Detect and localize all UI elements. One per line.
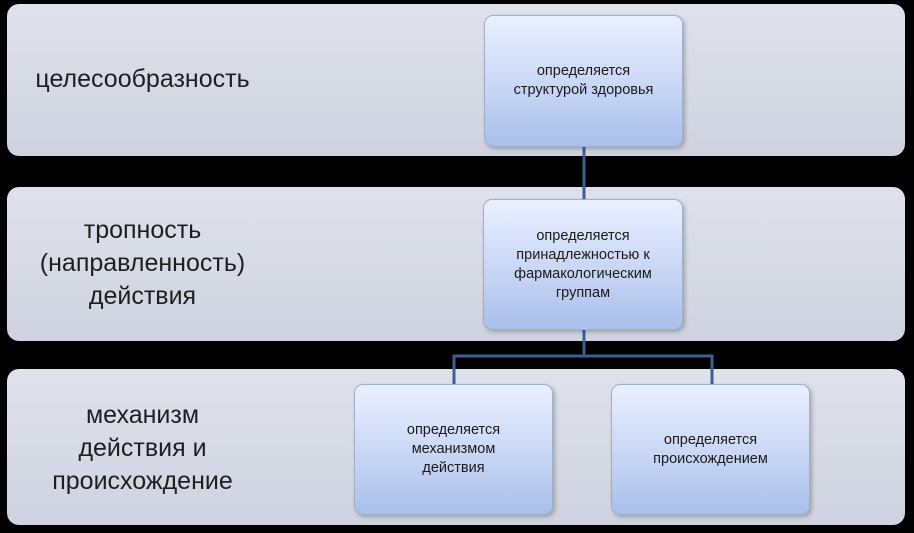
row-label-mechanism: механизм действия и происхождение <box>52 401 233 495</box>
connector-middle-right <box>584 354 714 384</box>
row-label-tropism: тропность (направленность) действия <box>39 216 246 310</box>
node-pharmacological-group: определяется принадлежностью к фармаколо… <box>483 199 683 330</box>
connector-middle-children <box>452 330 586 384</box>
row-label-purpose: целесообразность <box>35 65 250 93</box>
row-band-tropism <box>7 187 905 341</box>
node-health-structure: определяется структурой здоровья <box>484 15 683 147</box>
row-band-purpose <box>7 4 905 156</box>
node-origin: определяется происхождением <box>611 384 810 515</box>
node-mechanism-of-action: определяется механизмом действия <box>354 384 553 515</box>
